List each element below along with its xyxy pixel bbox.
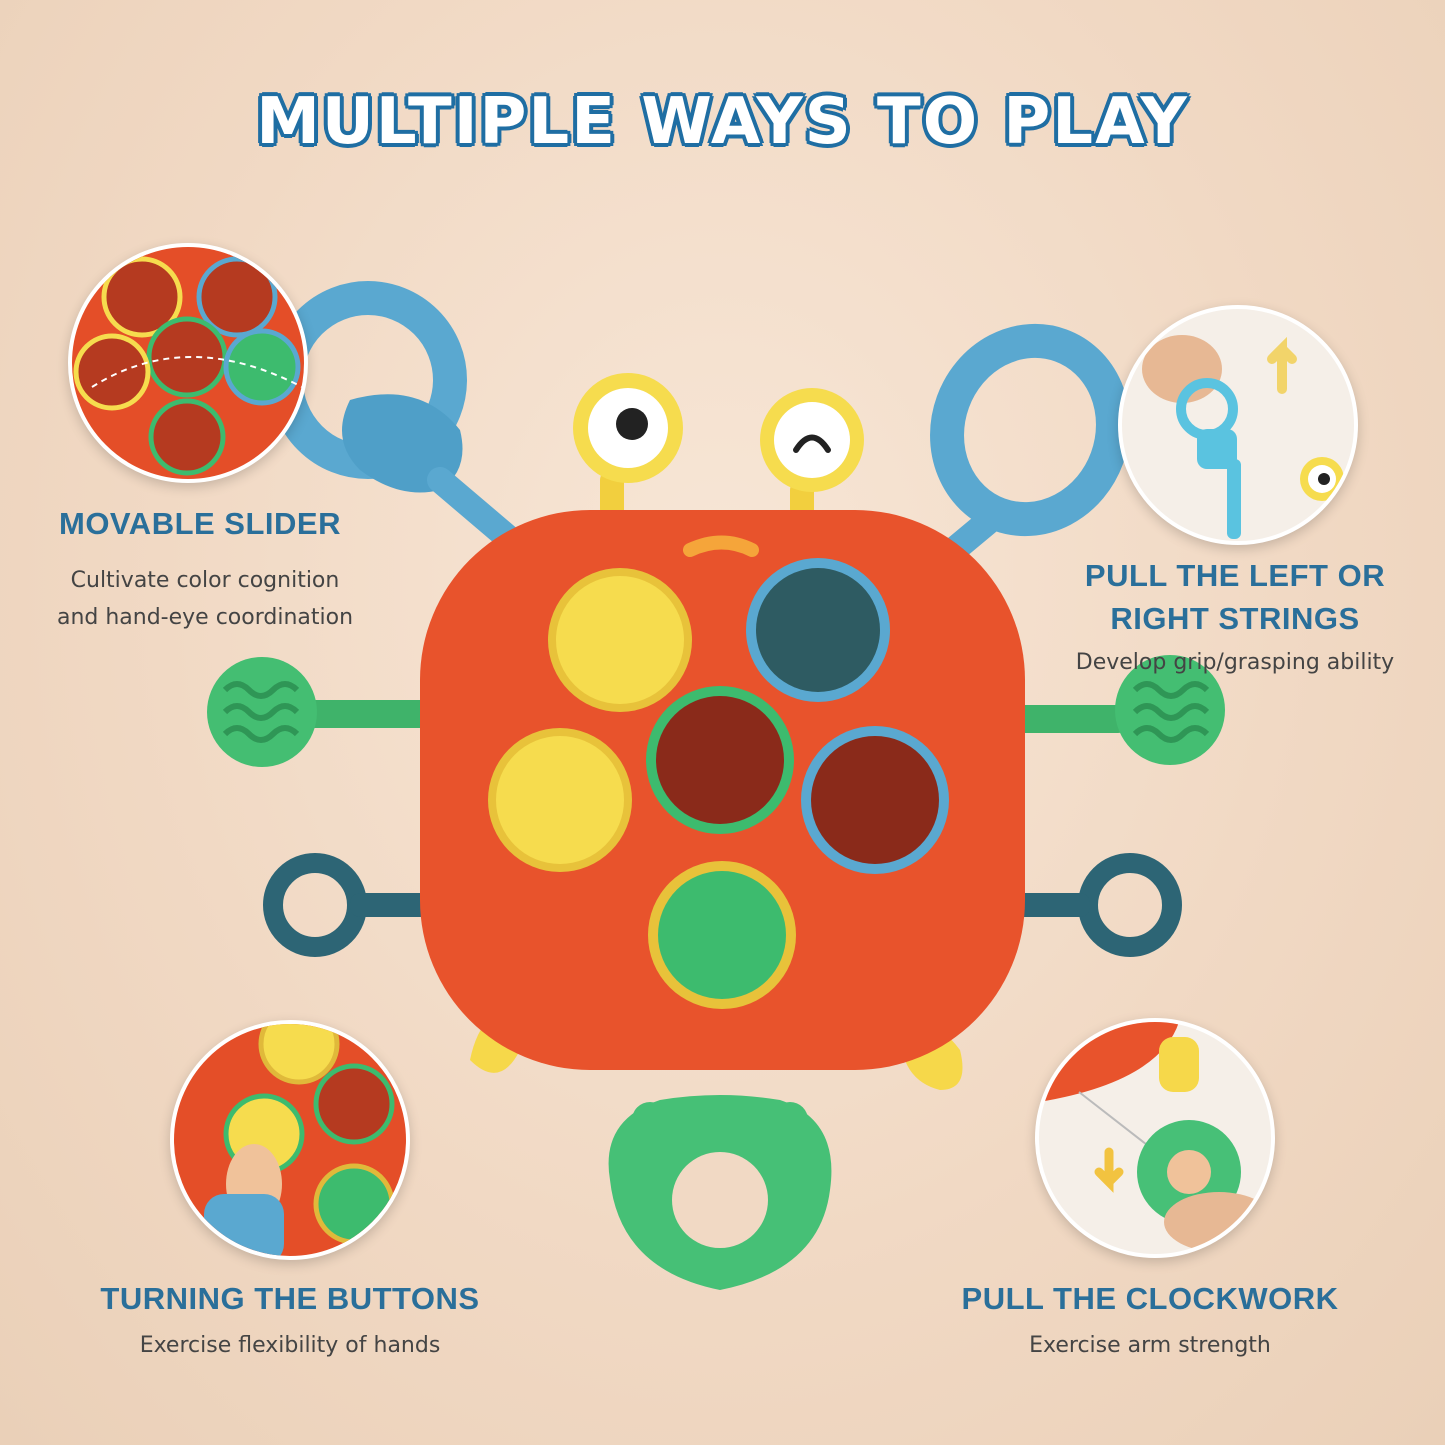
right-pull-ring <box>917 323 1130 583</box>
slider-feature-desc-line1: Cultivate color cognition <box>70 568 340 593</box>
buttons-detail-graphic <box>204 1024 395 1256</box>
strings-detail-graphic <box>1142 335 1344 539</box>
slider-detail-graphic <box>73 256 303 476</box>
clockwork-detail-photo <box>1035 1018 1275 1258</box>
slider-feature-desc-line2: and hand-eye coordination <box>56 605 354 630</box>
eye-stalks <box>573 373 864 550</box>
crab-teether <box>608 1095 832 1290</box>
strings-feature-title-line1: PULL THE LEFT OR <box>1084 558 1386 593</box>
buttons-feature-desc: Exercise flexibility of hands <box>139 1333 441 1358</box>
clockwork-detail-graphic <box>1039 1022 1271 1252</box>
clockwork-feature-title: PULL THE CLOCKWORK <box>961 1281 1339 1316</box>
slider-detail-photo <box>68 243 308 483</box>
buttons-feature-title: TURNING THE BUTTONS <box>100 1281 480 1316</box>
strings-feature-desc: Develop grip/grasping ability <box>1075 650 1395 675</box>
strings-detail-photo <box>1118 305 1358 545</box>
color-buttons <box>488 558 949 1009</box>
green-side-grips <box>207 655 1225 767</box>
buttons-detail-photo <box>170 1020 410 1260</box>
clockwork-feature-desc: Exercise arm strength <box>1029 1333 1271 1358</box>
page-title: MULTIPLE WAYS TO PLAY <box>256 85 1189 159</box>
slider-feature-title: MOVABLE SLIDER <box>59 506 341 541</box>
strings-feature-title-line2: RIGHT STRINGS <box>1110 601 1360 636</box>
